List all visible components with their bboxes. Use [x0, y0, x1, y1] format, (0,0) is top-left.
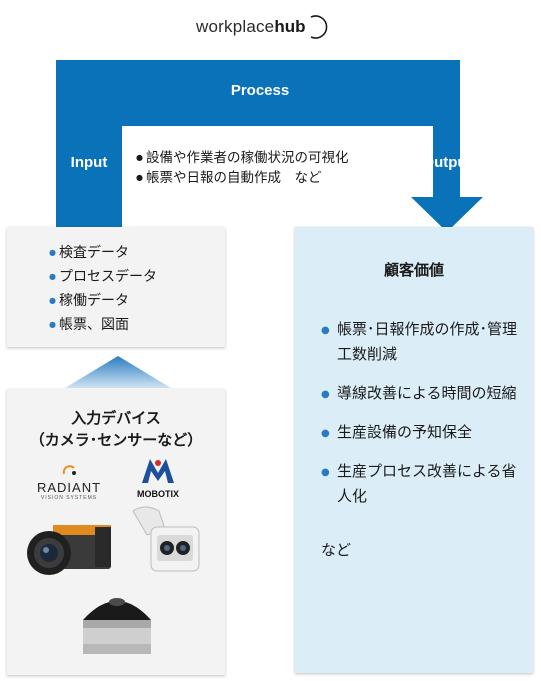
customer-value-list: 帳票･日報作成の作成･管理工数削減 導線改善による時間の短縮 生産設備の予知保全… — [321, 317, 531, 523]
flow-shape — [56, 60, 483, 232]
input-devices-box: 入力デバイス （カメラ･センサーなど） RADIANT VISION SYSTE… — [7, 389, 225, 675]
radiant-name: RADIANT — [36, 480, 102, 495]
process-item: 設備や作業者の稼働状況の可視化 — [136, 148, 349, 168]
input-label: Input — [70, 154, 108, 171]
radiant-logo: RADIANT VISION SYSTEMS — [29, 461, 109, 501]
data-sources-list: 検査データ プロセスデータ 稼働データ 帳票、図面 — [49, 241, 157, 337]
process-list: 設備や作業者の稼働状況の可視化 帳票や日報の自動作成 など — [136, 148, 349, 188]
output-label: Output — [422, 154, 472, 171]
data-source-item: 検査データ — [49, 241, 157, 265]
logo-text-light: workplace — [196, 17, 275, 36]
devices-title-line2: （カメラ･センサーなど） — [29, 431, 203, 449]
devices-title-line1: 入力デバイス — [71, 409, 161, 427]
mobotix-mark-icon — [142, 459, 174, 483]
data-sources-box: 検査データ プロセスデータ 稼働データ 帳票、図面 — [7, 227, 225, 347]
customer-value-box: 顧客価値 帳票･日報作成の作成･管理工数削減 導線改善による時間の短縮 生産設備… — [295, 227, 533, 673]
customer-value-title: 顧客価値 — [383, 261, 444, 279]
mobotix-name: MOBOTIX — [137, 489, 179, 499]
data-source-item: 帳票、図面 — [49, 313, 157, 337]
up-arrow-icon — [65, 356, 171, 388]
mobotix-logo: MOBOTIX — [123, 457, 193, 499]
radiant-mark-icon — [62, 465, 76, 475]
devices-title: 入力デバイス （カメラ･センサーなど） — [7, 407, 225, 451]
process-flow-arrow — [56, 60, 483, 232]
logo-text-bold: hub — [274, 17, 306, 36]
customer-value-item: 生産プロセス改善による省人化 — [321, 459, 531, 509]
mobotix-camera-icon — [132, 506, 200, 572]
data-source-item: 稼働データ — [49, 289, 157, 313]
customer-value-item: 生産設備の予知保全 — [321, 420, 531, 446]
radiant-sub: VISION SYSTEMS — [40, 495, 98, 501]
logo-ring-icon — [310, 15, 327, 39]
customer-value-item: 導線改善による時間の短縮 — [321, 381, 531, 407]
customer-value-item: 帳票･日報作成の作成･管理工数削減 — [321, 317, 531, 367]
process-label: Process — [230, 82, 290, 99]
customer-value-etc: など — [321, 541, 352, 559]
sensor-dome-icon — [83, 598, 151, 654]
process-item: 帳票や日報の自動作成 など — [136, 168, 349, 188]
data-source-item: プロセスデータ — [49, 265, 157, 289]
industrial-camera-icon — [27, 525, 111, 575]
